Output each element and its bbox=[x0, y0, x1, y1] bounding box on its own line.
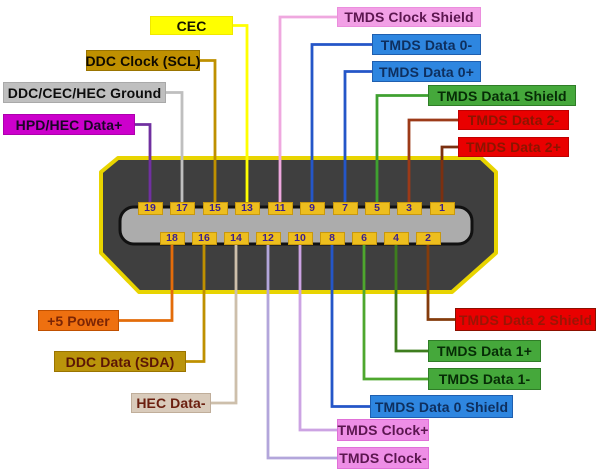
wire-tmds-clock-shield bbox=[278, 15, 338, 211]
label-hec-data-minus: HEC Data- bbox=[131, 393, 211, 413]
label-ddc-data-sda: DDC Data (SDA) bbox=[54, 351, 186, 372]
pin-10: 10 bbox=[287, 232, 313, 245]
wire-tmds-data1-shield bbox=[375, 94, 429, 211]
wire-tmds-clock-minus bbox=[266, 237, 338, 460]
pin-11: 11 bbox=[267, 202, 293, 215]
wire-hpd-hec-data-plus bbox=[134, 123, 152, 211]
label-tmds-clock-plus: TMDS Clock+ bbox=[337, 419, 429, 441]
wire-tmds-data0-plus bbox=[343, 70, 373, 211]
label-ddc-cec-hec-ground: DDC/CEC/HEC Ground bbox=[3, 82, 166, 103]
wire-tmds-data1-minus bbox=[362, 237, 429, 381]
wire-ddc-data-sda bbox=[185, 237, 206, 363]
label-tmds-clock-shield: TMDS Clock Shield bbox=[337, 7, 481, 27]
wire-ddc-clock-scl bbox=[199, 59, 217, 211]
wire-tmds-data0-shield bbox=[330, 237, 371, 408]
label-tmds-data1-shield: TMDS Data1 Shield bbox=[428, 85, 576, 106]
pin-2: 2 bbox=[415, 232, 441, 245]
wire-hec-data-minus bbox=[210, 237, 238, 405]
wire-cec bbox=[232, 24, 249, 211]
pin-6: 6 bbox=[351, 232, 377, 245]
pin-19: 19 bbox=[137, 202, 163, 215]
wire-tmds-clock-plus bbox=[298, 237, 338, 432]
label-tmds-data0-minus: TMDS Data 0- bbox=[372, 34, 481, 55]
wire-tmds-data2-plus bbox=[440, 145, 459, 211]
wire-tmds-data2-minus bbox=[407, 118, 459, 211]
wire-tmds-data0-minus bbox=[310, 43, 373, 211]
pin-17: 17 bbox=[169, 202, 195, 215]
label-tmds-data1-plus: TMDS Data 1+ bbox=[428, 340, 541, 362]
pin-14: 14 bbox=[223, 232, 249, 245]
label-ddc-clock-scl: DDC Clock (SCL) bbox=[85, 50, 200, 71]
pin-9: 9 bbox=[299, 202, 325, 215]
pin-4: 4 bbox=[383, 232, 409, 245]
label-plus5-power: +5 Power bbox=[38, 310, 119, 331]
pin-16: 16 bbox=[191, 232, 217, 245]
label-cec: CEC bbox=[150, 16, 233, 35]
label-tmds-data2-plus: TMDS Data 2+ bbox=[458, 137, 569, 157]
pin-5: 5 bbox=[364, 202, 390, 215]
pin-1: 1 bbox=[429, 202, 455, 215]
label-tmds-data0-shield: TMDS Data 0 Shield bbox=[370, 395, 513, 418]
pin-18: 18 bbox=[159, 232, 185, 245]
pin-3: 3 bbox=[396, 202, 422, 215]
label-tmds-clock-minus: TMDS Clock- bbox=[337, 447, 429, 469]
label-tmds-data2-minus: TMDS Data 2- bbox=[458, 110, 569, 130]
label-tmds-data2-shield: TMDS Data 2 Shield bbox=[455, 308, 596, 331]
pin-15: 15 bbox=[202, 202, 228, 215]
label-tmds-data1-minus: TMDS Data 1- bbox=[428, 368, 541, 390]
wire-tmds-data1-plus bbox=[394, 237, 429, 353]
pin-13: 13 bbox=[234, 202, 260, 215]
wire-ddc-cec-hec-ground bbox=[165, 91, 184, 211]
pin-7: 7 bbox=[332, 202, 358, 215]
label-hpd-hec-data-plus: HPD/HEC Data+ bbox=[3, 114, 135, 135]
label-tmds-data0-plus: TMDS Data 0+ bbox=[372, 61, 481, 82]
pin-8: 8 bbox=[319, 232, 345, 245]
wire-tmds-data2-shield bbox=[426, 237, 456, 321]
pin-12: 12 bbox=[255, 232, 281, 245]
wire-plus5-power bbox=[118, 237, 174, 322]
